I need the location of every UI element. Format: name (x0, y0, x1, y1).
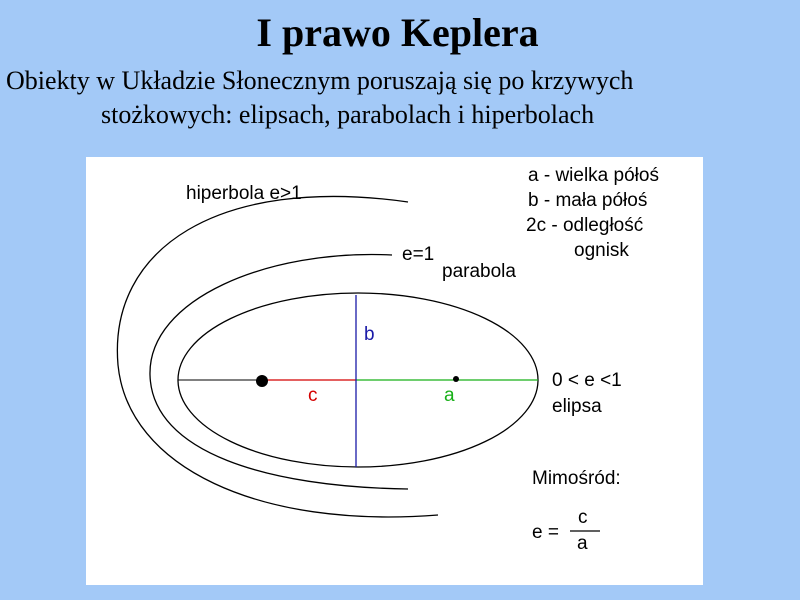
focus-empty-dot (453, 376, 459, 382)
page-title: I prawo Keplera (256, 10, 539, 55)
hyperbola-curve (116, 195, 439, 518)
kepler-diagram (116, 195, 600, 532)
legend-c-line-1: 2c - odległość (526, 215, 644, 236)
formula-numerator: c (578, 507, 588, 528)
eccentricity-title: Mimośród: (532, 468, 621, 489)
legend-a: a - wielka półoś (528, 165, 659, 186)
b-axis-label: b (364, 324, 375, 345)
ellipse-label: elipsa (552, 396, 602, 417)
diagram-panel: hiperbola e>1 e=1 parabola a - wielka pó… (86, 157, 703, 585)
c-segment-label: c (308, 385, 318, 406)
legend-c-line-2: ognisk (574, 240, 629, 261)
hyperbola-label: hiperbola e>1 (186, 183, 302, 204)
subtitle-line-1: Obiekty w Układzie Słonecznym poruszają … (6, 66, 634, 95)
parabola-curve (149, 253, 409, 490)
parabola-label: parabola (442, 261, 516, 282)
ellipse-eccentricity-label: 0 < e <1 (552, 370, 622, 391)
focus-sun-dot (256, 375, 268, 387)
parabola-eccentricity-label: e=1 (402, 244, 435, 265)
formula-lhs: e = (532, 522, 559, 543)
subtitle: Obiekty w Układzie Słonecznym poruszają … (6, 64, 796, 132)
legend-b: b - mała półoś (528, 190, 648, 211)
a-segment-label: a (444, 385, 455, 406)
formula-denominator: a (577, 533, 588, 554)
subtitle-line-2: stożkowych: elipsach, parabolach i hiper… (101, 100, 595, 129)
